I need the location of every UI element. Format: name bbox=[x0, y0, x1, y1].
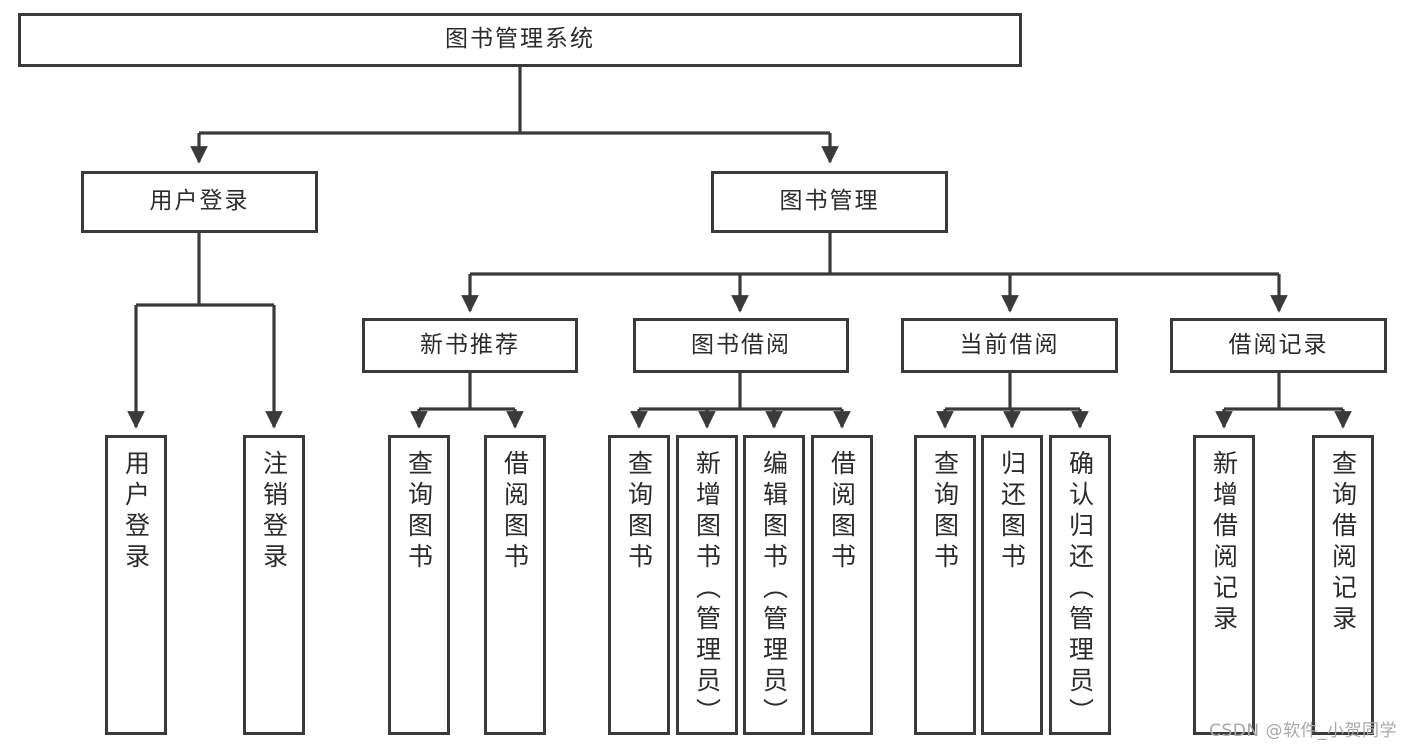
node-label: 确认归还（管理员） bbox=[1065, 450, 1095, 729]
node-book-borrowing[interactable]: 图书借阅 bbox=[633, 318, 849, 373]
leaf-borrow-query-book[interactable]: 查询图书 bbox=[608, 435, 670, 735]
node-root-book-management-system[interactable]: 图书管理系统 bbox=[18, 13, 1022, 67]
node-book-management[interactable]: 图书管理 bbox=[711, 171, 948, 233]
leaf-borrow-borrow-book[interactable]: 借阅图书 bbox=[811, 435, 873, 735]
node-label: 用户登录 bbox=[149, 188, 250, 215]
node-borrowing-record[interactable]: 借阅记录 bbox=[1170, 318, 1387, 373]
node-label: 借阅图书 bbox=[500, 450, 530, 574]
node-current-borrowing[interactable]: 当前借阅 bbox=[901, 318, 1118, 373]
leaf-record-query-borrow-record[interactable]: 查询借阅记录 bbox=[1312, 435, 1374, 735]
node-label: 借阅图书 bbox=[827, 450, 857, 574]
node-label: 查询图书 bbox=[624, 450, 654, 574]
leaf-current-confirm-return-admin[interactable]: 确认归还（管理员） bbox=[1049, 435, 1111, 735]
leaf-borrow-add-book-admin[interactable]: 新增图书（管理员） bbox=[676, 435, 738, 735]
leaf-borrow-edit-book-admin[interactable]: 编辑图书（管理员） bbox=[743, 435, 805, 735]
node-label: 注销登录 bbox=[259, 450, 289, 574]
node-label: 归还图书 bbox=[997, 450, 1027, 574]
leaf-user-login-login[interactable]: 用户登录 bbox=[105, 435, 167, 735]
leaf-new-book-query-book[interactable]: 查询图书 bbox=[388, 435, 450, 735]
node-label: 新增图书（管理员） bbox=[692, 450, 722, 729]
leaf-new-book-borrow-book[interactable]: 借阅图书 bbox=[484, 435, 546, 735]
csdn-watermark: CSDN @软件_小贺同学 bbox=[1209, 721, 1397, 741]
node-label: 新书推荐 bbox=[420, 331, 520, 358]
leaf-current-return-book[interactable]: 归还图书 bbox=[981, 435, 1043, 735]
node-label: 查询借阅记录 bbox=[1328, 450, 1358, 636]
node-label: 当前借阅 bbox=[959, 331, 1060, 358]
node-label: 新增借阅记录 bbox=[1209, 450, 1239, 636]
node-user-login[interactable]: 用户登录 bbox=[81, 171, 318, 233]
node-label: 图书管理系统 bbox=[445, 26, 595, 53]
leaf-current-query-book[interactable]: 查询图书 bbox=[914, 435, 976, 735]
node-label: 借阅记录 bbox=[1228, 331, 1329, 358]
node-label: 编辑图书（管理员） bbox=[759, 450, 789, 729]
node-label: 查询图书 bbox=[404, 450, 434, 574]
node-new-book-recommendation[interactable]: 新书推荐 bbox=[362, 318, 578, 373]
node-label: 用户登录 bbox=[121, 450, 151, 574]
node-label: 查询图书 bbox=[930, 450, 960, 574]
leaf-record-add-borrow-record[interactable]: 新增借阅记录 bbox=[1193, 435, 1255, 735]
node-label: 图书借阅 bbox=[691, 331, 791, 358]
leaf-user-login-logout[interactable]: 注销登录 bbox=[243, 435, 305, 735]
node-label: 图书管理 bbox=[779, 188, 880, 215]
